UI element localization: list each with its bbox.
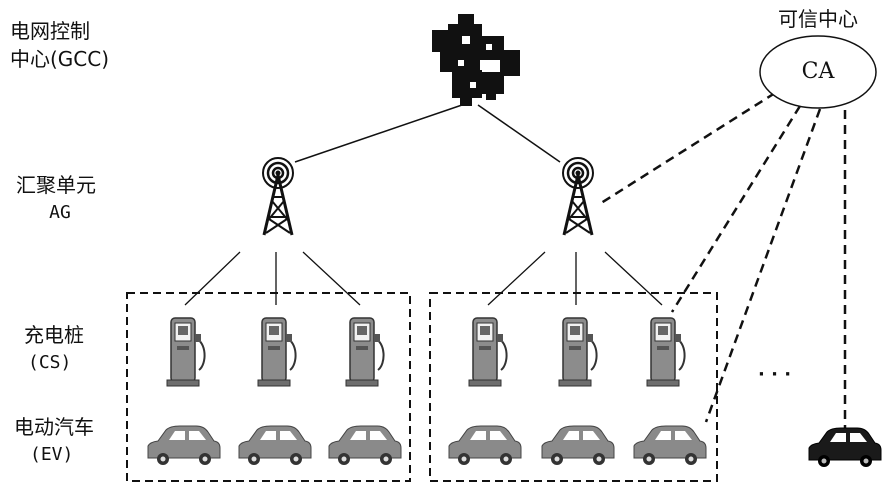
charging-station-icon — [345, 317, 385, 387]
link-ag2-cs4 — [487, 251, 546, 306]
ev-label-line2: (EV) — [30, 444, 74, 465]
ag-label-line1: 汇聚单元 — [16, 173, 96, 197]
radio-tower-icon — [261, 156, 295, 237]
link-gcc-ag-left — [294, 104, 463, 163]
cs-label-line1: 充电桩 — [24, 323, 84, 347]
charging-station-icon — [646, 317, 686, 387]
electric-car-icon — [808, 427, 882, 467]
cs-label-line2: (CS) — [28, 352, 72, 373]
charging-station-icon — [166, 317, 206, 387]
electric-car-icon — [328, 425, 402, 466]
link-gcc-ag-right — [477, 104, 561, 163]
electric-car-icon — [633, 425, 707, 466]
charging-station-icon — [558, 317, 598, 387]
radio-tower-icon — [561, 156, 595, 237]
control-center-icon — [432, 14, 520, 106]
ellipsis-label: · · · — [758, 364, 792, 385]
link-ag1-cs1 — [184, 251, 241, 306]
ag-label-line2: AG — [49, 202, 71, 223]
group-box-left — [126, 292, 411, 482]
electric-car-icon — [541, 425, 615, 466]
link-ag2-cs6 — [604, 251, 663, 306]
charging-station-icon — [257, 317, 297, 387]
charging-station-icon — [468, 317, 508, 387]
group-box-right — [429, 292, 718, 482]
ca-ellipse — [759, 35, 877, 109]
ca-links — [597, 91, 847, 432]
electric-car-icon — [147, 425, 221, 466]
electric-car-icon — [448, 425, 522, 466]
ev-label-line1: 电动汽车 — [14, 415, 94, 439]
ca-label: CA — [801, 59, 835, 84]
gcc-label-line1: 电网控制 — [10, 19, 90, 43]
trust-center-label: 可信中心 — [778, 7, 858, 31]
gcc-label-line2: 中心(GCC) — [10, 47, 110, 71]
link-ag1-cs3 — [302, 251, 361, 306]
electric-car-icon — [238, 425, 312, 466]
